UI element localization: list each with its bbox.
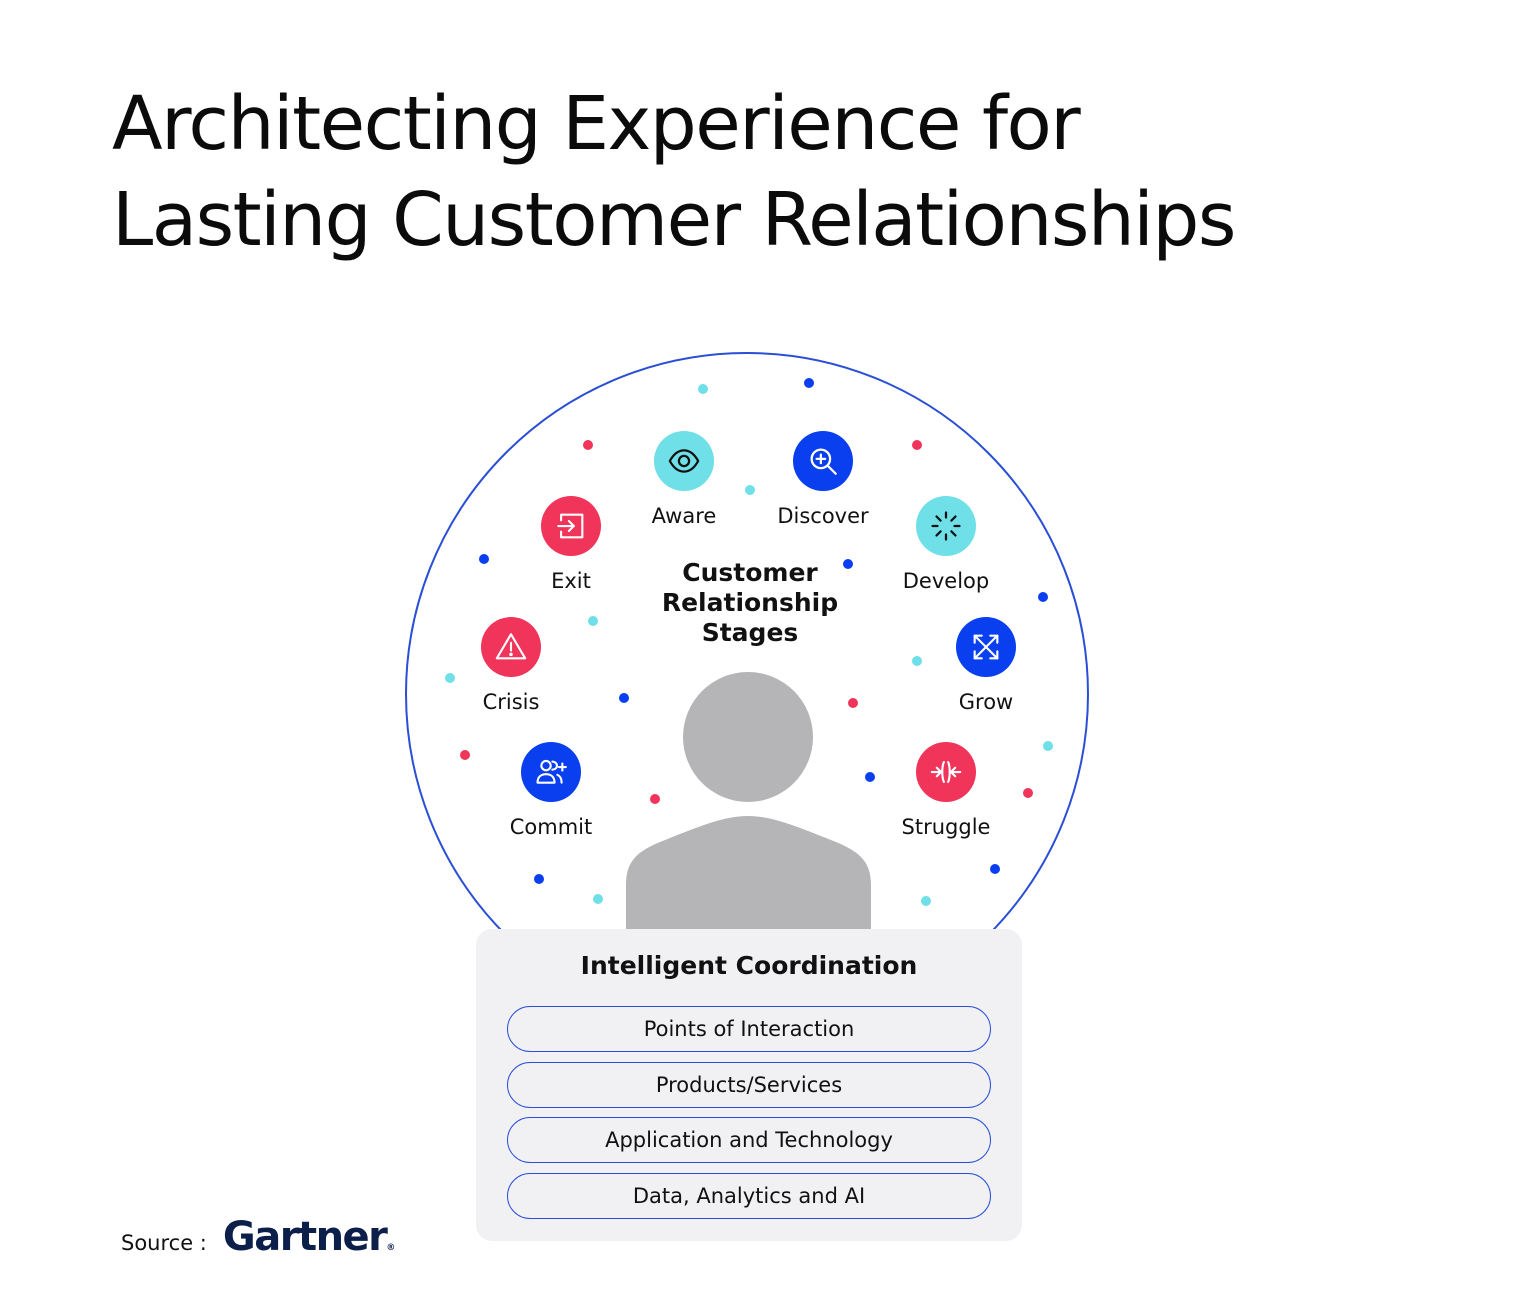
stage-exit[interactable]: Exit <box>491 496 651 594</box>
decorative-dots <box>445 378 1053 906</box>
stage-label: Grow <box>958 690 1014 714</box>
decorative-dot <box>445 673 455 683</box>
decorative-dot <box>650 794 660 804</box>
layer-products-services[interactable]: Products/Services <box>507 1061 991 1108</box>
decorative-dot <box>1023 788 1033 798</box>
center-label: Customer Relationship Stages <box>600 558 900 648</box>
stage-label: Struggle <box>901 815 991 839</box>
stage-crisis[interactable]: Crisis <box>431 617 591 715</box>
stage-aware[interactable]: Aware <box>604 431 764 529</box>
coordination-title: Intelligent Coordination <box>580 951 918 980</box>
decorative-dot <box>593 894 603 904</box>
coordination-layers: Points of Interaction Products/Services … <box>507 1006 991 1228</box>
stage-struggle[interactable]: Struggle <box>866 742 1026 840</box>
stage-develop[interactable]: Develop <box>866 496 1026 594</box>
zoom-in-icon <box>793 431 853 491</box>
decorative-dot <box>804 378 814 388</box>
gartner-logo: Gartner® <box>223 1214 396 1260</box>
gartner-logo-text: Gartner <box>222 1214 388 1260</box>
decorative-dot <box>848 698 858 708</box>
warning-icon <box>481 617 541 677</box>
stage-discover[interactable]: Discover <box>743 431 903 529</box>
add-user-icon <box>521 742 581 802</box>
stage-label: Discover <box>777 504 869 528</box>
decorative-dot <box>745 485 755 495</box>
layer-data-analytics-ai[interactable]: Data, Analytics and AI <box>507 1172 991 1219</box>
intelligent-coordination-panel: Intelligent Coordination Points of Inter… <box>476 929 1022 1241</box>
page-title-line-2: Lasting Customer Relationships <box>112 177 1236 263</box>
center-label-line-3: Stages <box>701 618 799 647</box>
center-label-line-2: Relationship <box>661 588 839 617</box>
layer-points-of-interaction[interactable]: Points of Interaction <box>507 1006 991 1052</box>
stage-label: Crisis <box>482 690 540 714</box>
registered-mark: ® <box>386 1243 396 1253</box>
burst-icon <box>916 496 976 556</box>
stage-grow[interactable]: Grow <box>906 617 1066 715</box>
stage-label: Commit <box>509 815 593 839</box>
decorative-dot <box>843 559 853 569</box>
decorative-dot <box>588 616 598 626</box>
decorative-dot <box>583 440 593 450</box>
decorative-dot <box>990 864 1000 874</box>
exit-icon <box>541 496 601 556</box>
decorative-dot <box>1038 592 1048 602</box>
source-label: Source : <box>121 1231 207 1255</box>
decorative-dot <box>479 554 489 564</box>
decorative-dot <box>921 896 931 906</box>
stage-commit[interactable]: Commit <box>471 742 631 840</box>
eye-icon <box>654 431 714 491</box>
decorative-dot <box>460 750 470 760</box>
decorative-dot <box>865 772 875 782</box>
person-icon <box>626 672 871 932</box>
source-attribution: Source : Gartner® <box>121 1214 395 1260</box>
compress-arrows-icon <box>916 742 976 802</box>
stage-label: Aware <box>651 504 717 528</box>
decorative-dot <box>619 693 629 703</box>
decorative-dot <box>912 656 922 666</box>
expand-arrows-icon <box>956 617 1016 677</box>
page-title: Architecting Experience for Lasting Cust… <box>112 76 1412 268</box>
page-title-line-1: Architecting Experience for <box>112 81 1081 167</box>
decorative-dot <box>912 440 922 450</box>
decorative-dot <box>1043 741 1053 751</box>
stage-label: Exit <box>551 569 591 593</box>
center-label-line-1: Customer <box>682 558 818 587</box>
decorative-dot <box>534 874 544 884</box>
layer-application-technology[interactable]: Application and Technology <box>507 1117 991 1163</box>
decorative-dot <box>698 384 708 394</box>
stage-label: Develop <box>902 569 990 593</box>
